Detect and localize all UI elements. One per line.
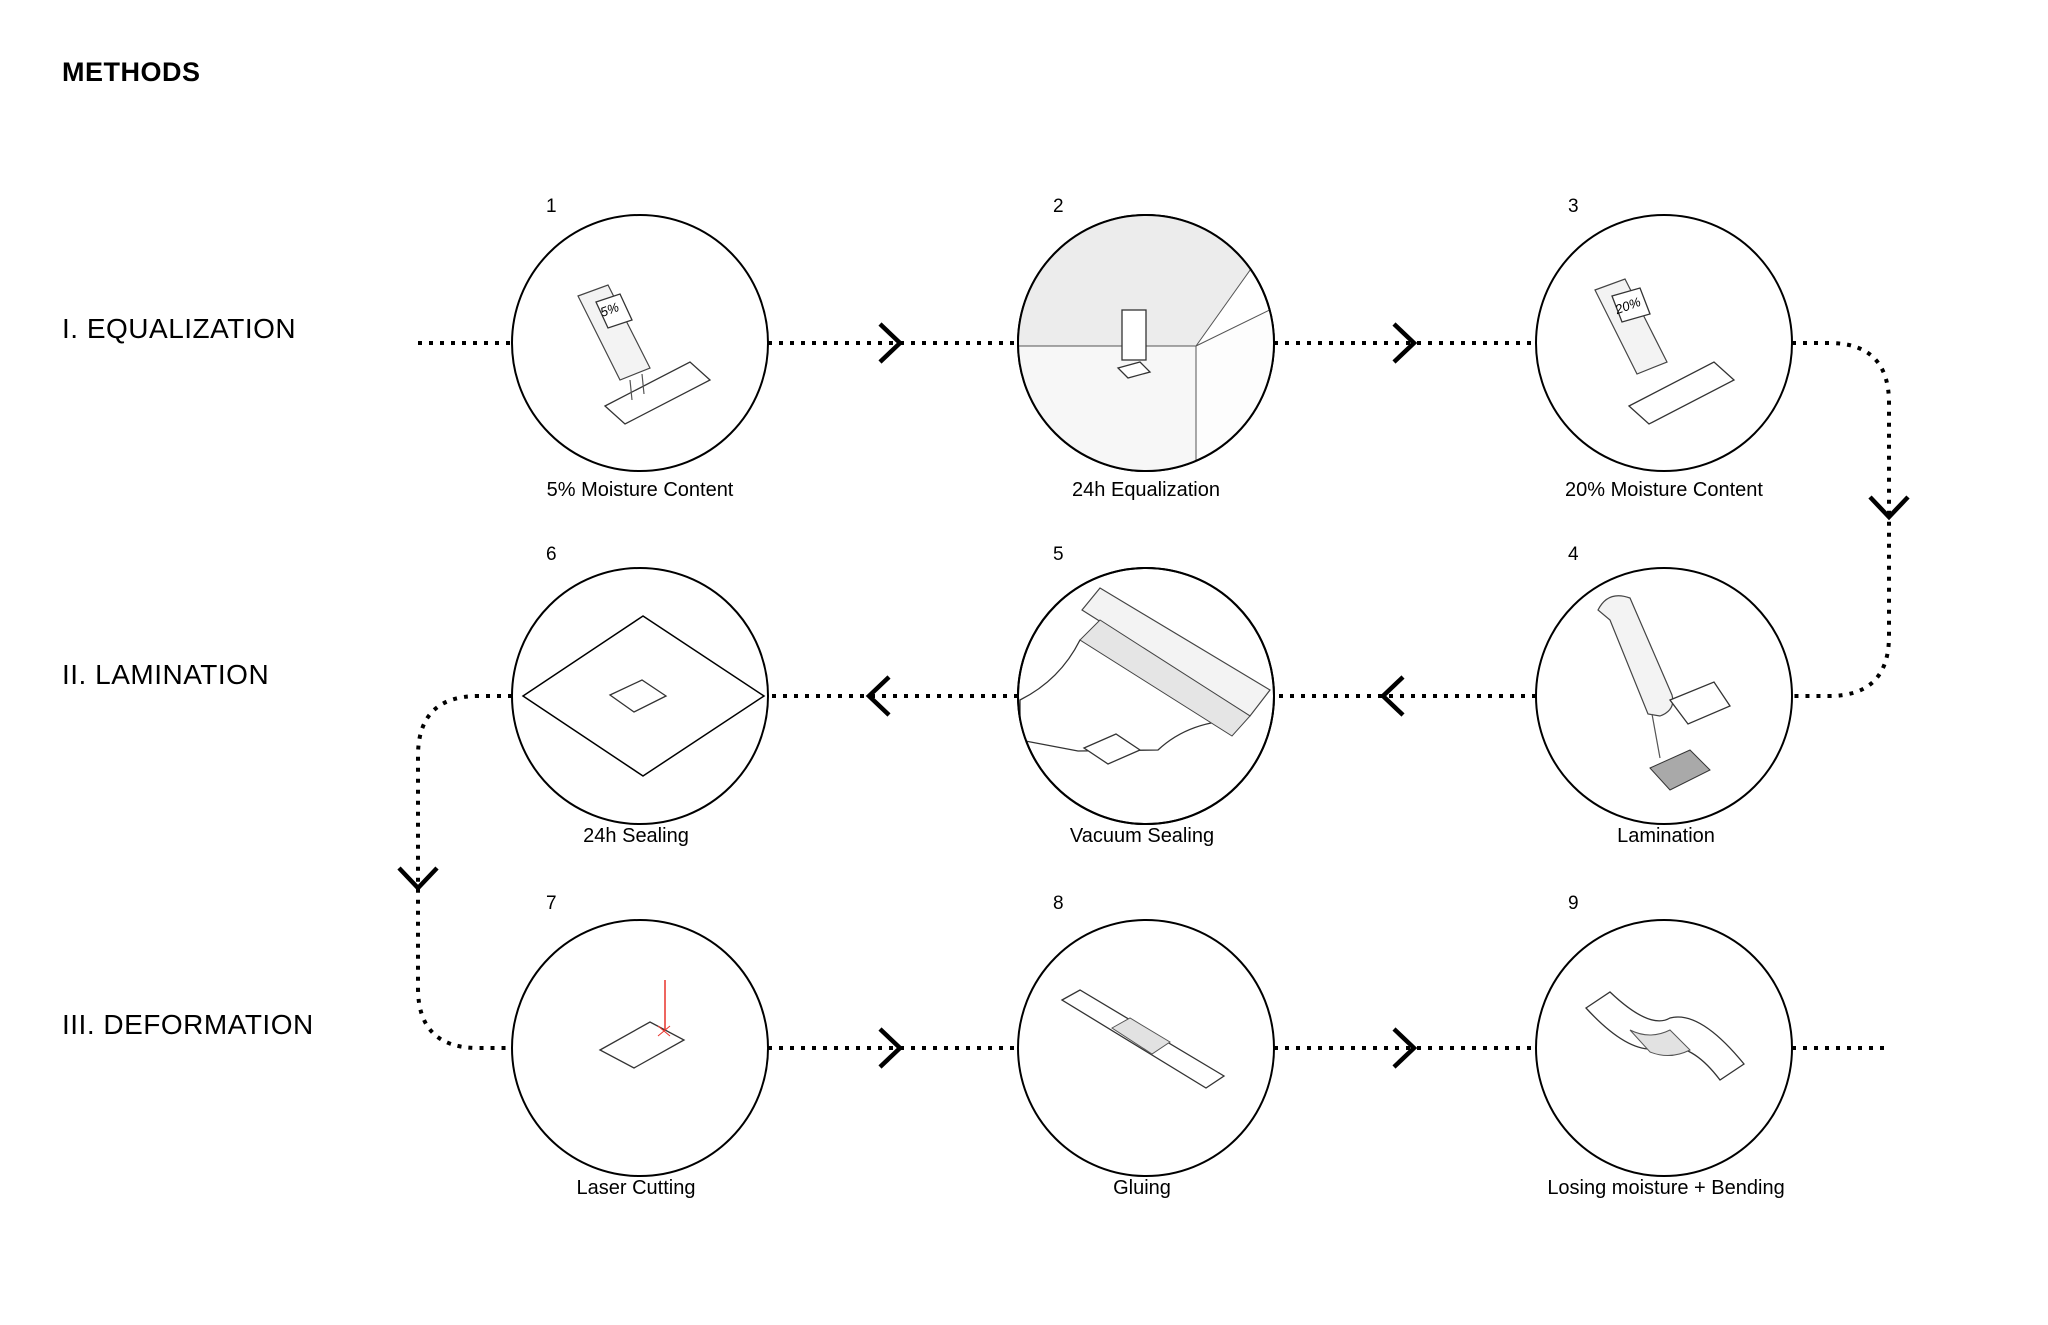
step-6: 6 24h Sealing	[511, 544, 769, 847]
step-number: 9	[1568, 893, 1579, 914]
step-1: 1 5% 5% Moisture Content	[511, 196, 769, 501]
step-number: 8	[1053, 893, 1064, 914]
arrow-right-icon	[1392, 322, 1418, 364]
step-number: 3	[1568, 196, 1579, 217]
step-number: 4	[1568, 544, 1579, 565]
page-title: METHODS	[62, 57, 201, 87]
step-number: 2	[1053, 196, 1064, 217]
step-number: 1	[546, 196, 557, 217]
arrow-right-icon	[878, 1027, 904, 1069]
arrow-right-icon	[1392, 1027, 1418, 1069]
phase-label-lamination: II. LAMINATION	[62, 659, 269, 690]
step-caption: Laser Cutting	[577, 1177, 696, 1199]
arrow-down-icon	[397, 866, 439, 892]
step-5: 5 Vacuum Sealing	[1017, 544, 1275, 847]
step-caption: 20% Moisture Content	[1565, 479, 1763, 501]
vacuum-sealer-icon	[1019, 587, 1271, 765]
step-9: 9 Losing moisture + Bending	[1535, 893, 1793, 1199]
step-caption: 24h Sealing	[583, 825, 689, 847]
laser-cutter-icon	[598, 980, 686, 1069]
glued-strip-icon	[1060, 989, 1226, 1089]
arrow-left-icon	[865, 675, 891, 717]
step-7: 7 Laser Cutting	[511, 893, 769, 1199]
step-caption: Lamination	[1617, 825, 1715, 847]
arrow-right-icon	[878, 322, 904, 364]
step-caption: 24h Equalization	[1072, 479, 1220, 501]
arrow-down-icon	[1868, 495, 1910, 521]
step-8: 8 Gluing	[1017, 893, 1275, 1199]
moisture-meter-icon: 5%	[577, 284, 712, 425]
svg-text:5%: 5%	[598, 299, 621, 320]
step-2: 2 24h Equalization	[1017, 196, 1275, 501]
step-number: 7	[546, 893, 557, 914]
moisture-meter-icon: 20%	[1594, 278, 1736, 425]
sealed-bag-icon	[521, 615, 766, 777]
step-caption: Vacuum Sealing	[1070, 825, 1214, 847]
glue-bottle-icon	[1597, 595, 1731, 791]
step-caption: 5% Moisture Content	[547, 479, 734, 501]
flow-path	[416, 341, 1891, 1050]
arrow-left-icon	[1379, 675, 1405, 717]
phase-label-deformation: III. DEFORMATION	[62, 1009, 314, 1040]
step-4: 4 Lamination	[1535, 544, 1793, 847]
step-number: 5	[1053, 544, 1064, 565]
step-caption: Gluing	[1113, 1177, 1171, 1199]
phase-label-equalization: I. EQUALIZATION	[62, 313, 296, 344]
step-number: 6	[546, 544, 557, 565]
step-caption: Losing moisture + Bending	[1547, 1177, 1784, 1199]
step-3: 3 20% 20% Moisture Content	[1535, 196, 1793, 501]
bent-strip-icon	[1585, 991, 1745, 1081]
